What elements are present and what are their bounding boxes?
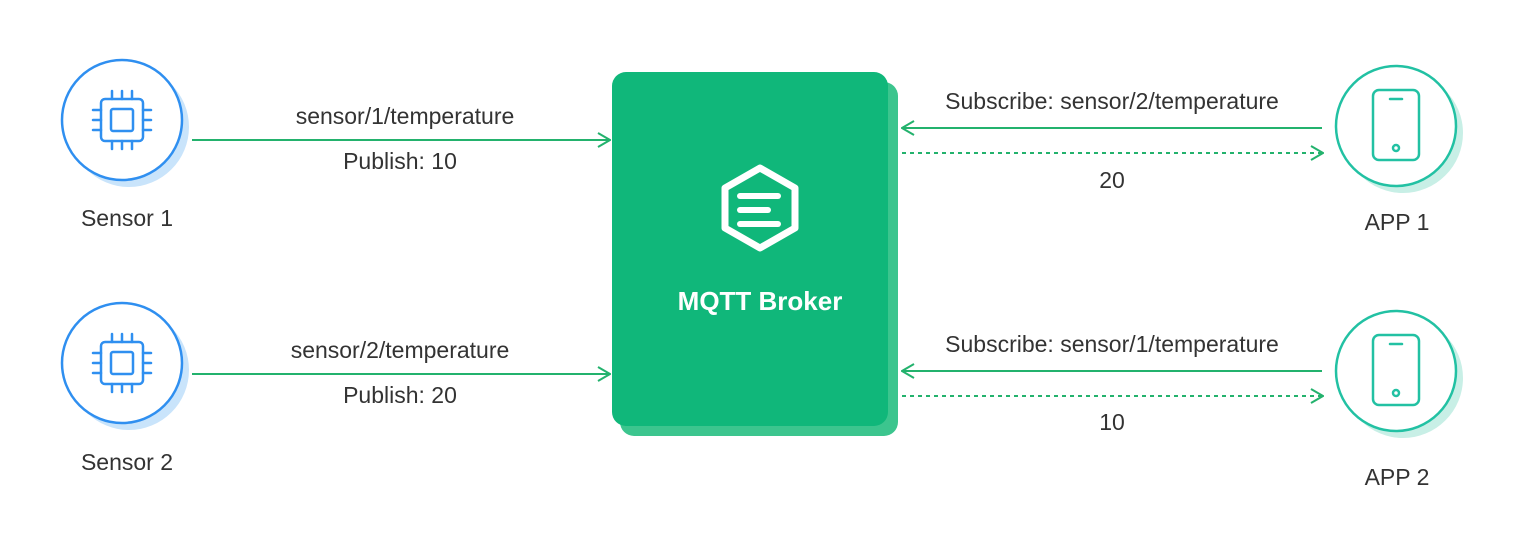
sensor-2-publish-label: Publish: 20 [343, 382, 457, 408]
chip-icon [91, 89, 153, 151]
phone-icon [1371, 333, 1421, 407]
app-1-node: APP 1 [1334, 64, 1463, 235]
sensor-2-node: Sensor 2 [60, 301, 189, 475]
app-1-subscribe-label: Subscribe: sensor/2/temperature [945, 88, 1279, 114]
sensor-1-node: Sensor 1 [60, 58, 189, 231]
app-1-received-value: 20 [1099, 167, 1125, 193]
app-1-ring [1334, 64, 1458, 188]
app-1-label: APP 1 [1365, 209, 1430, 235]
app-2-node: APP 2 [1334, 309, 1463, 490]
broker-box [612, 72, 888, 426]
mqtt-broker: MQTT Broker [612, 72, 898, 436]
sensor-2-ring [60, 301, 184, 425]
app-2-received-value: 10 [1099, 409, 1125, 435]
chip-icon [91, 332, 153, 394]
hexagon-lines-icon [721, 164, 799, 252]
sensor-1-label: Sensor 1 [81, 205, 173, 231]
app-2-label: APP 2 [1365, 464, 1430, 490]
app-2-subscribe-label: Subscribe: sensor/1/temperature [945, 331, 1279, 357]
app-2-ring [1334, 309, 1458, 433]
sensor-1-ring [60, 58, 184, 182]
broker-title: MQTT Broker [678, 286, 843, 316]
sensor-2-label: Sensor 2 [81, 449, 173, 475]
sensor-1-publish-label: Publish: 10 [343, 148, 457, 174]
sensor-1-topic-label: sensor/1/temperature [296, 103, 515, 129]
phone-icon [1371, 88, 1421, 162]
sensor-2-topic-label: sensor/2/temperature [291, 337, 510, 363]
